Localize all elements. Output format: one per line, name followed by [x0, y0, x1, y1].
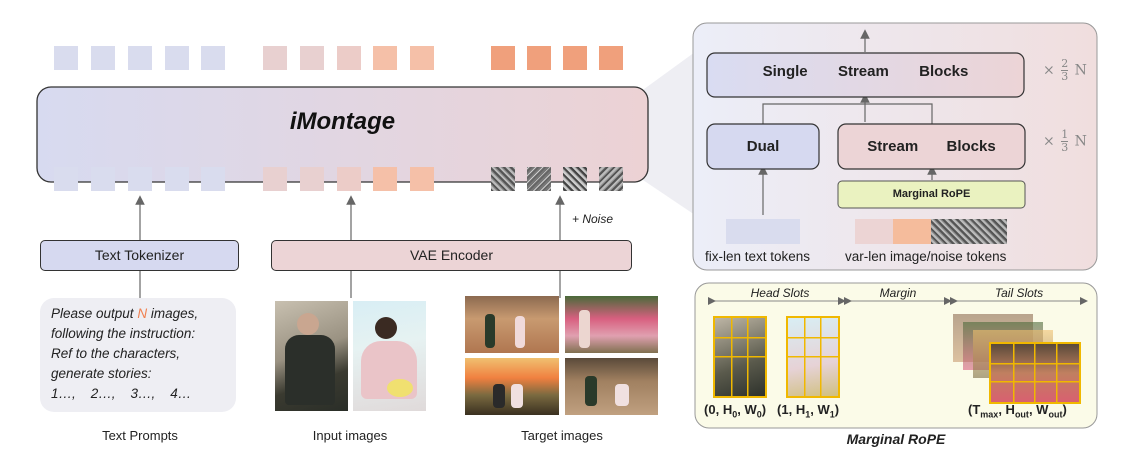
image-token — [263, 46, 287, 70]
text-token — [201, 46, 225, 70]
image-token — [337, 46, 361, 70]
head-slot-grid-2 — [786, 316, 840, 398]
text-token — [91, 167, 115, 191]
target-image-2 — [565, 296, 658, 353]
person-body — [285, 335, 335, 405]
image-token — [373, 167, 397, 191]
person-figure — [375, 317, 397, 339]
image-token — [300, 46, 324, 70]
image-token — [337, 167, 361, 191]
image-token — [410, 167, 434, 191]
input-images-caption: Input images — [312, 428, 388, 443]
image-token — [491, 46, 515, 70]
tail-slots-label: Tail Slots — [975, 286, 1063, 300]
text-token — [128, 167, 152, 191]
coord-label-2: (1, H1, W1) — [777, 402, 840, 420]
image-token — [893, 219, 931, 244]
image-token — [300, 167, 324, 191]
image-token — [263, 167, 287, 191]
text-token — [91, 46, 115, 70]
noise-label: + Noise — [572, 212, 614, 226]
text-tokenizer-box: Text Tokenizer — [40, 240, 239, 271]
var-len-label: var-len image/noise tokens — [845, 249, 1007, 264]
person-figure — [485, 314, 495, 348]
image-token — [599, 46, 623, 70]
person-figure — [511, 384, 523, 408]
person-figure — [515, 316, 525, 348]
text-prompt-box: Please output N images, following the in… — [40, 298, 236, 412]
person-figure — [493, 384, 505, 408]
tail-slot-grid — [989, 342, 1081, 404]
image-token — [855, 219, 893, 244]
image-token — [563, 46, 587, 70]
flowers — [387, 379, 413, 397]
stream-blocks-bg — [837, 123, 1026, 170]
vae-encoder-box: VAE Encoder — [271, 240, 632, 271]
var-len-token-strip — [855, 219, 1007, 244]
text-token — [165, 167, 189, 191]
prompt-line-4: generate stories: — [51, 366, 152, 381]
text-token — [128, 46, 152, 70]
person-figure — [585, 376, 597, 406]
zoom-cone — [640, 52, 695, 215]
stream-blocks-label: Stream Blocks — [867, 138, 996, 155]
marginal-rope-box-bg — [837, 180, 1026, 209]
text-token — [54, 46, 78, 70]
dual-block-bg — [706, 123, 820, 170]
noise-token — [931, 219, 1007, 244]
text-tokenizer-label: Text Tokenizer — [94, 247, 185, 263]
vae-encoder-label: VAE Encoder — [409, 247, 493, 263]
coord-label-3: (Tmax, Hout, Wout) — [968, 402, 1067, 420]
tail-frame-stack — [953, 314, 1083, 404]
noise-token — [491, 167, 515, 191]
target-image-1 — [465, 296, 559, 353]
target-image-4 — [565, 358, 658, 415]
target-images-caption: Target images — [521, 428, 603, 443]
noise-token — [527, 167, 551, 191]
fix-len-text-token-strip — [726, 219, 800, 244]
prompt-n: N — [137, 306, 148, 321]
person-figure — [615, 384, 629, 406]
marginal-rope-box-label: Marginal RoPE — [892, 188, 971, 200]
text-token — [165, 46, 189, 70]
head-slots-label: Head Slots — [735, 286, 825, 300]
prompt-line-2: following the instruction: — [51, 326, 196, 341]
layer-fraction-top: × 2 3 N — [1043, 57, 1087, 83]
input-image-man — [275, 301, 348, 411]
head-slot-grid-1 — [713, 316, 767, 398]
single-stream-block-bg — [706, 52, 1025, 98]
coord-label-1: (0, H0, W0) — [704, 402, 767, 420]
image-token — [410, 46, 434, 70]
target-image-3 — [465, 358, 559, 415]
text-token — [201, 167, 225, 191]
text-token — [54, 167, 78, 191]
layer-fraction-bottom: × 1 3 N — [1043, 128, 1087, 154]
prompt-line-5: 1…, 2…, 3…, 4… — [51, 386, 192, 401]
prompt-line-1: Please output N images, — [51, 306, 199, 321]
noise-token — [599, 167, 623, 191]
person-figure — [579, 310, 590, 348]
merge-line — [762, 103, 933, 124]
dual-label: Dual — [746, 138, 780, 155]
image-token — [527, 46, 551, 70]
person-figure — [297, 313, 319, 335]
marginal-rope-caption: Marginal RoPE — [846, 431, 946, 447]
text-prompts-caption: Text Prompts — [102, 428, 178, 443]
imontage-label: iMontage — [289, 108, 396, 135]
fix-len-label: fix-len text tokens — [705, 249, 811, 264]
input-image-woman — [353, 301, 426, 411]
prompt-line-3: Ref to the characters, — [51, 346, 181, 361]
image-token — [373, 46, 397, 70]
noise-token — [563, 167, 587, 191]
single-stream-blocks-label: Single Stream Blocks — [762, 63, 969, 80]
margin-label: Margin — [868, 286, 928, 300]
